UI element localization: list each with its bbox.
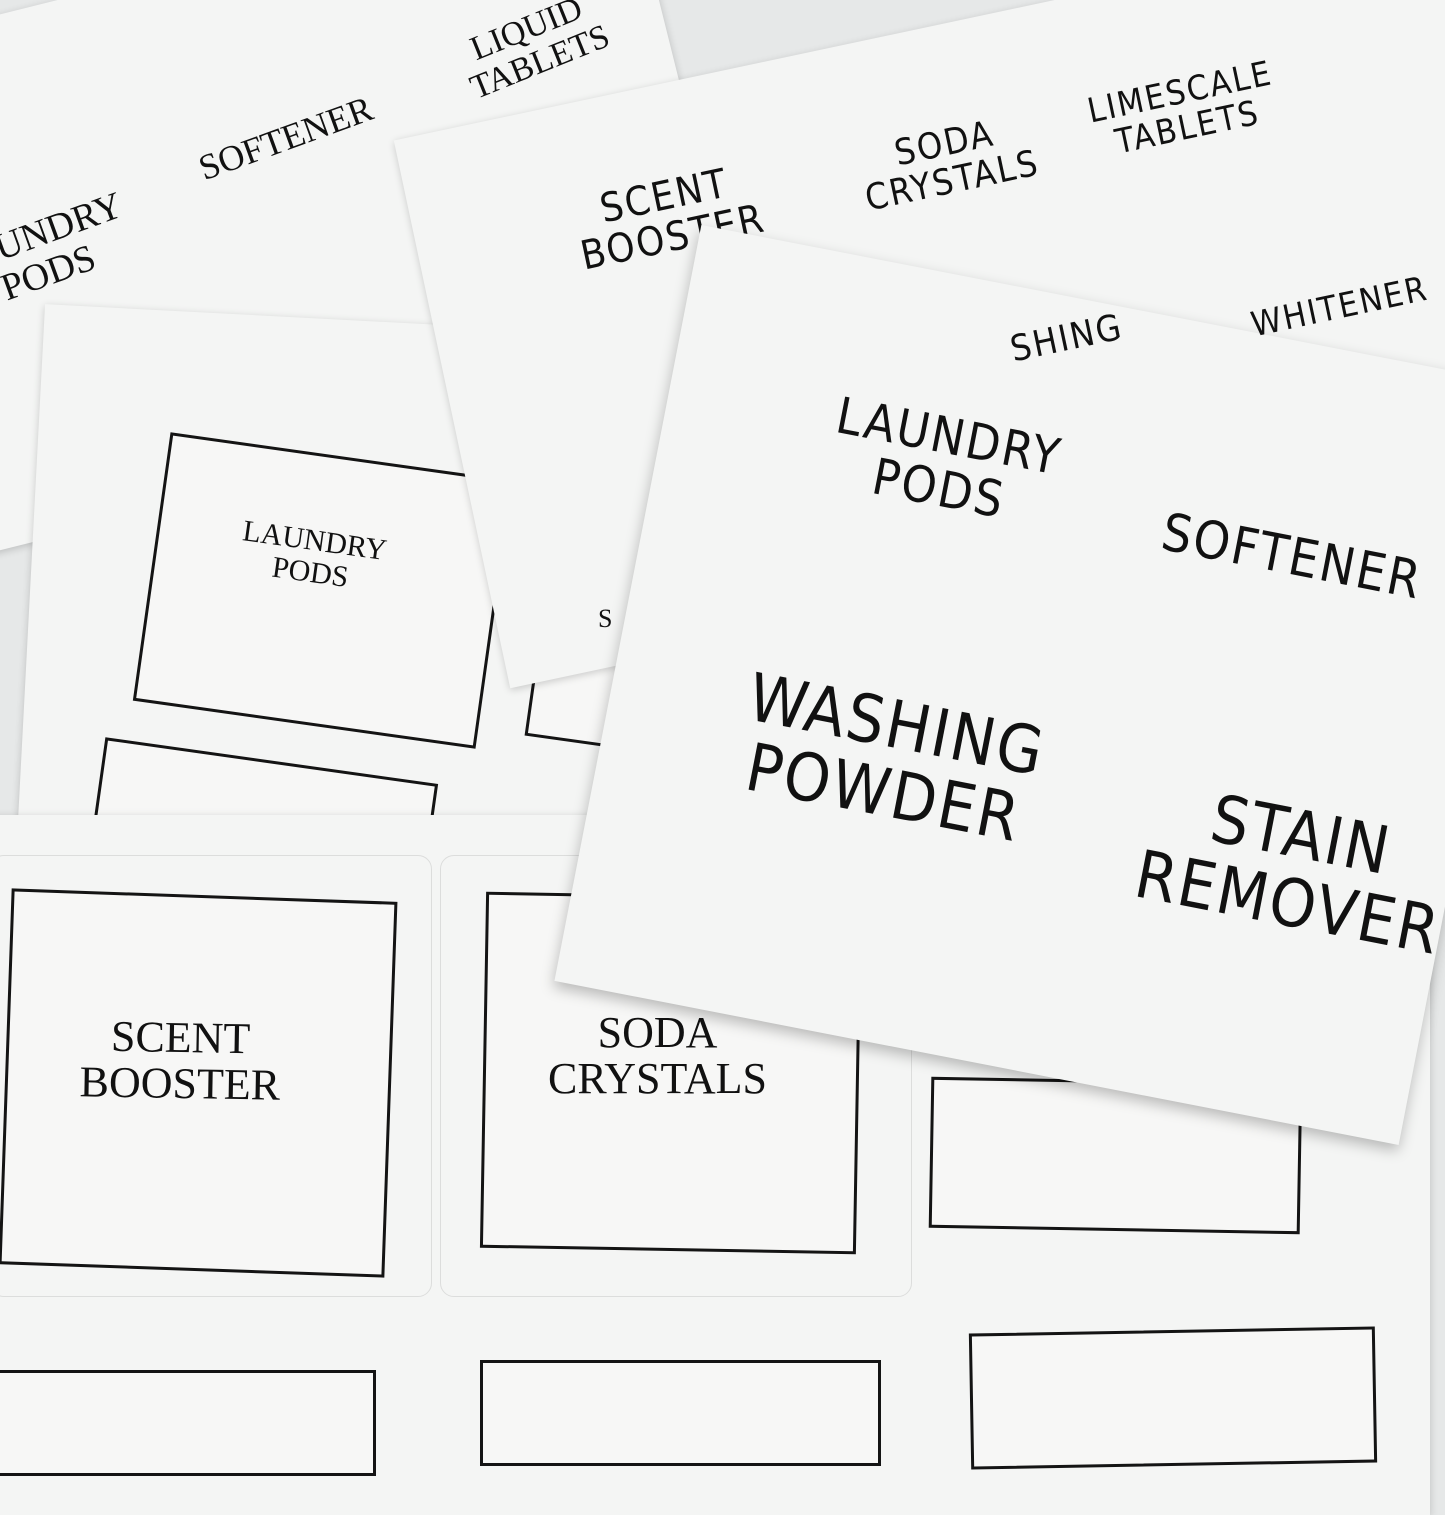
label-box xyxy=(968,1326,1378,1470)
label-box xyxy=(480,1360,881,1466)
label-box xyxy=(132,432,514,749)
thin-label-sheet-front xyxy=(554,225,1445,1145)
label-partial: S xyxy=(598,604,613,633)
label-scent-booster-boxed: SCENT BOOSTER xyxy=(79,1011,281,1110)
label-box xyxy=(0,1370,376,1476)
label-tile xyxy=(0,855,432,1297)
label-soda-crystals-boxed: SODA CRYSTALS xyxy=(548,1008,767,1104)
